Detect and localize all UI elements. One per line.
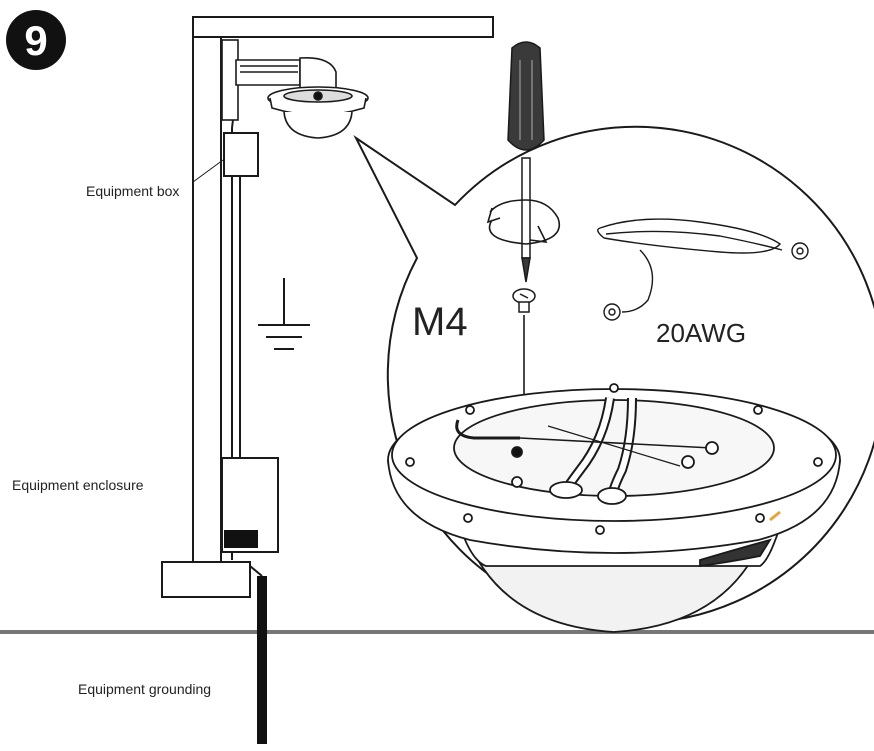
- step-badge: 9: [6, 10, 66, 70]
- step-number: 9: [24, 17, 47, 64]
- label-equipment-grounding: Equipment grounding: [78, 681, 211, 697]
- camera-detail: [387, 383, 841, 633]
- wall-mount-bracket: [221, 39, 337, 121]
- m4-screw-icon: [512, 288, 536, 313]
- label-screw-size: M4: [412, 300, 468, 344]
- pole-base: [161, 561, 251, 598]
- ground-wire-bend: [249, 565, 263, 577]
- equipment-box: [223, 132, 259, 177]
- mounting-pole: [192, 16, 494, 563]
- electrical-ground-icon: [258, 278, 310, 350]
- grounding-clamp: [224, 530, 258, 548]
- rotate-clockwise-icon: [486, 199, 561, 245]
- ground-wire-icon: [597, 218, 809, 321]
- grounding-rod: [257, 576, 267, 744]
- camera-small: [267, 86, 369, 139]
- label-equipment-box: Equipment box: [86, 183, 179, 199]
- equipment-box-leader: [192, 159, 224, 183]
- label-equipment-enclosure: Equipment enclosure: [12, 477, 144, 493]
- label-wire-gauge: 20AWG: [656, 318, 746, 348]
- screwdriver-icon: [507, 41, 545, 283]
- accent-mark: [769, 510, 781, 522]
